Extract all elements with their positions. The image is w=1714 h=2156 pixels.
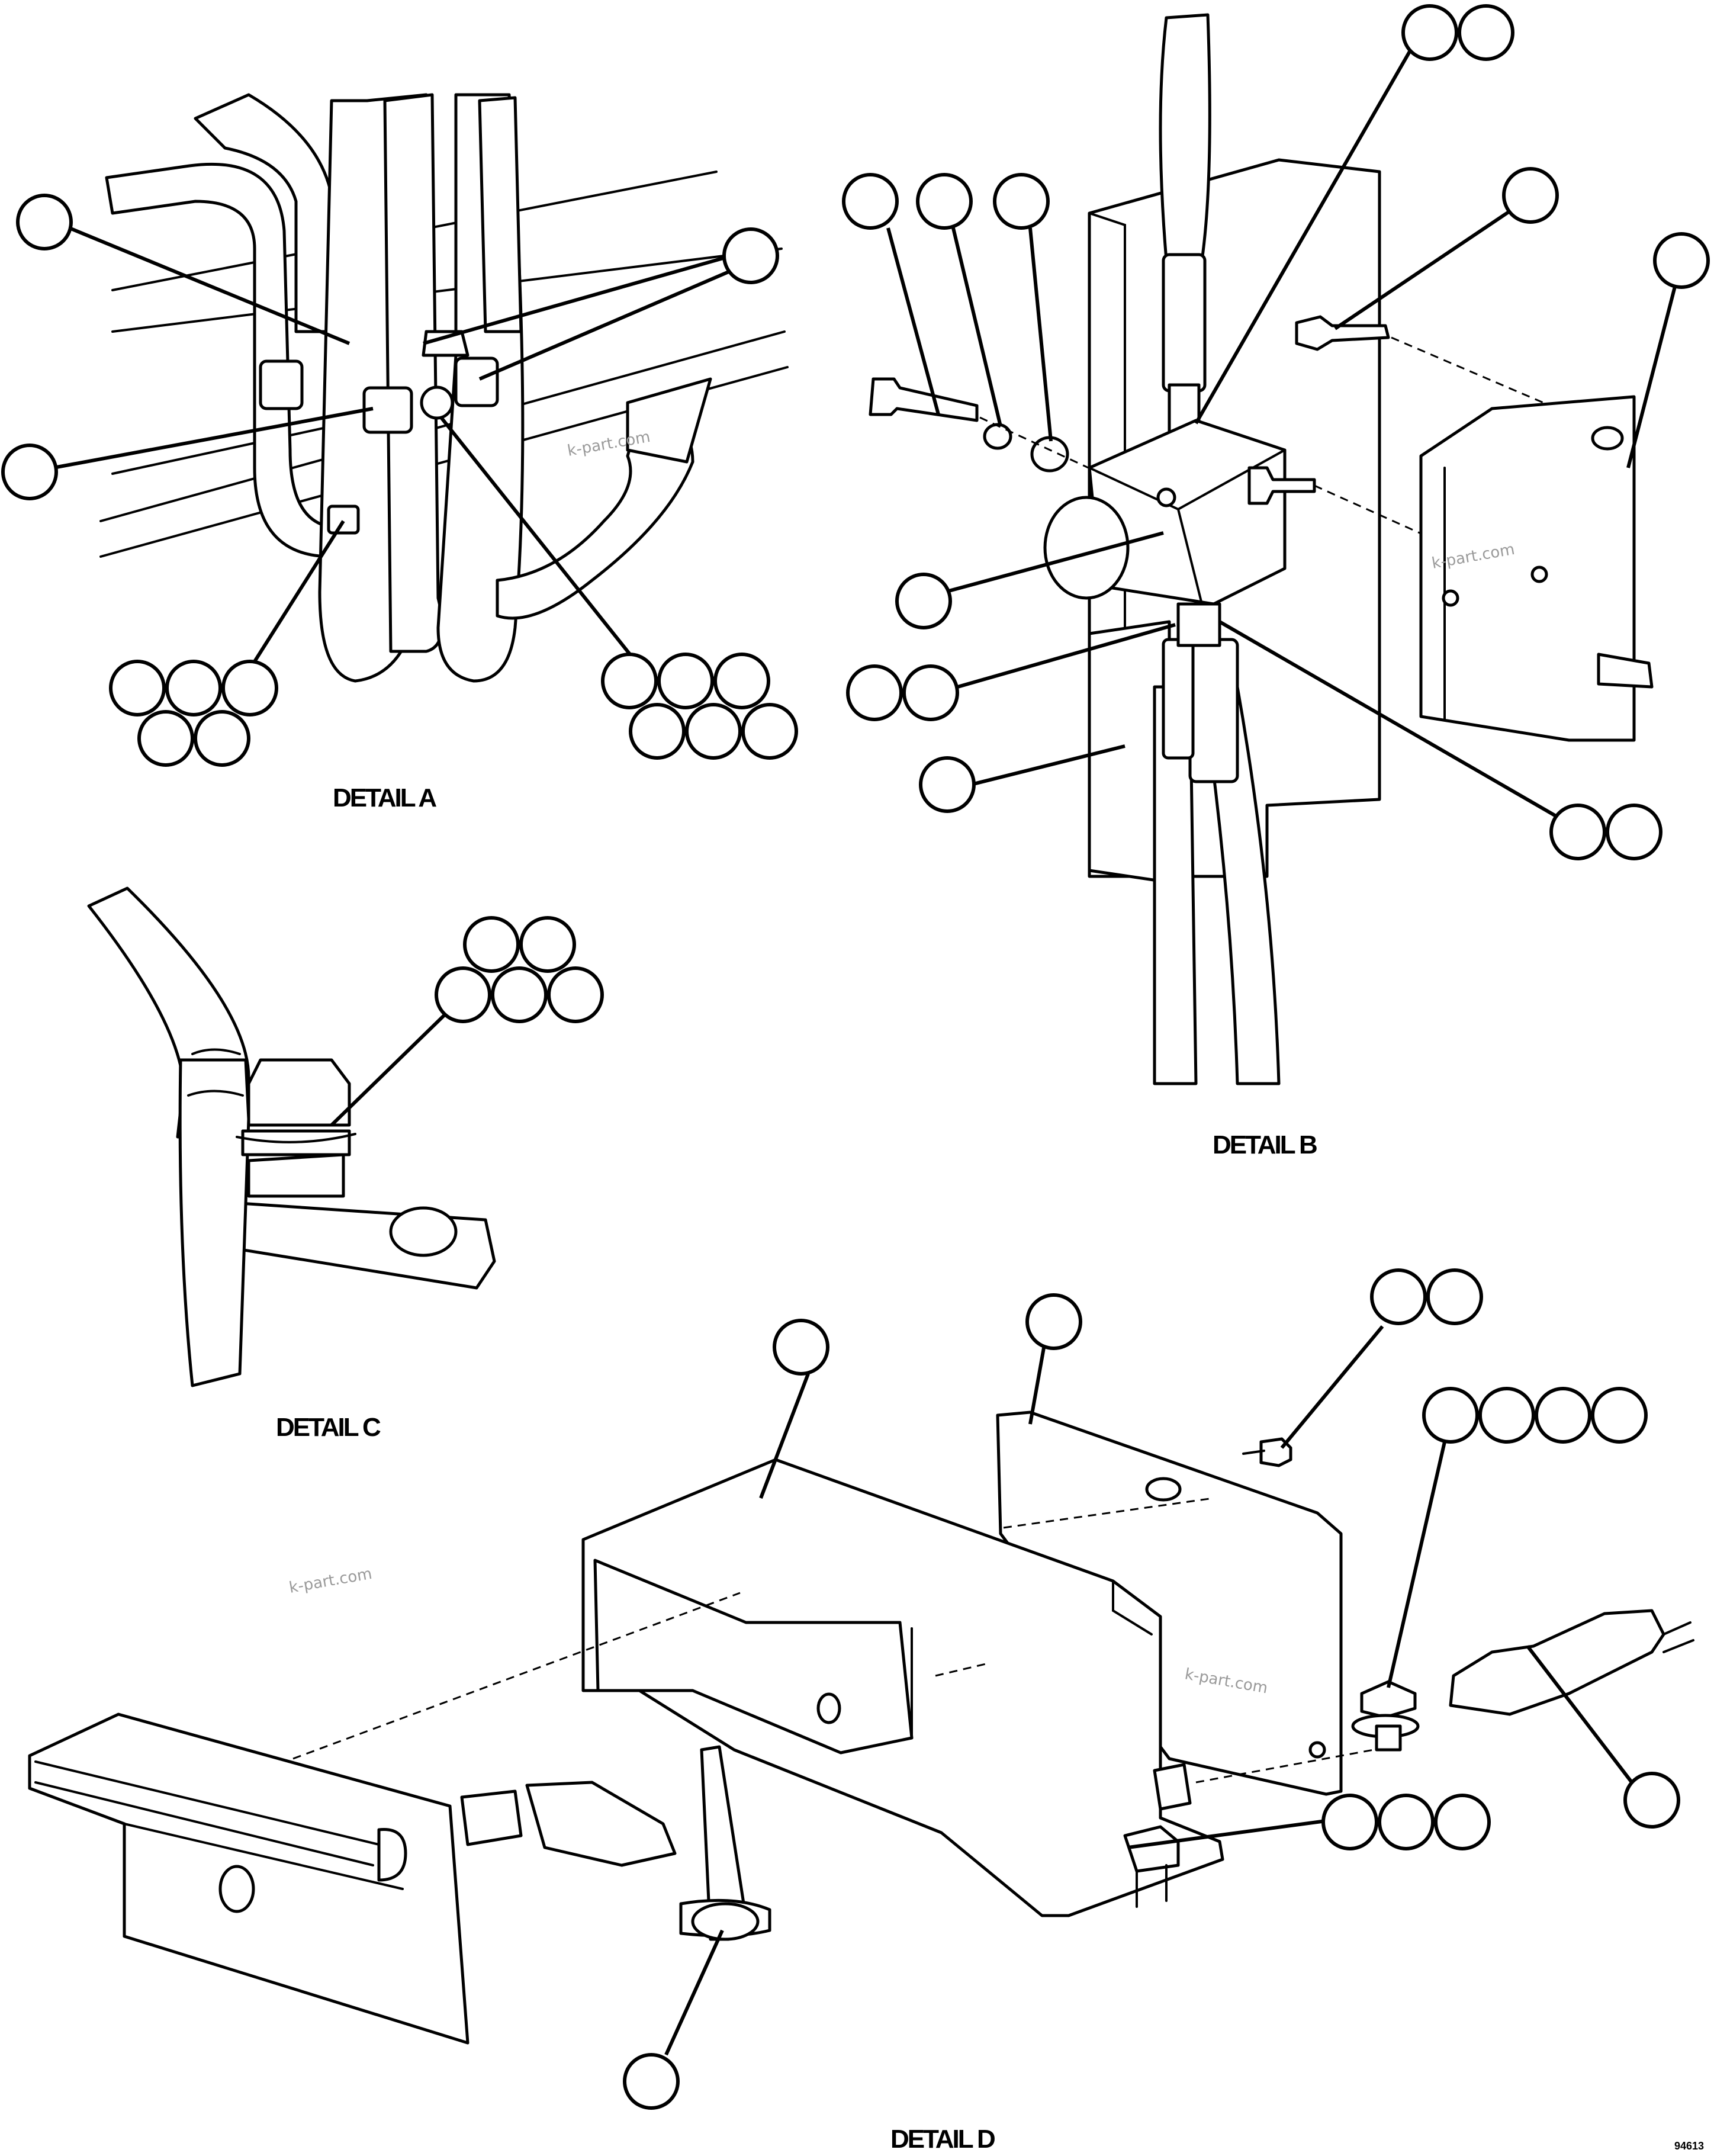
callout-bubble (993, 173, 1050, 230)
callout-group-4 (1422, 1387, 1648, 1444)
callout-bubble (1549, 804, 1606, 860)
callout-bubble (1502, 167, 1559, 224)
callout-group-6 (601, 653, 798, 760)
detail-c-caption: DETAIL C (276, 1413, 381, 1442)
detail-b-drawing (869, 13, 1654, 1085)
callout-bubble (1623, 1772, 1680, 1829)
callout-bubble (846, 664, 903, 721)
callout-bubble (16, 194, 73, 250)
callout-bubble (1653, 232, 1710, 289)
detail-b-callouts: DETAIL B k-part.com (842, 4, 1710, 1159)
callout-bubble (1025, 1293, 1082, 1350)
detail-c-drawing (87, 886, 496, 1387)
detail-d-drawing (28, 1410, 1694, 2045)
callout-bubble (919, 756, 976, 813)
detail-d-caption: DETAIL D (890, 2125, 995, 2154)
callout-bubble (916, 173, 973, 230)
detail-c-callouts: DETAIL C (276, 916, 604, 1442)
callout-group-5 (435, 916, 604, 1023)
detail-b-caption: DETAIL B (1213, 1130, 1317, 1159)
detail-d-callouts: DETAIL D k-part.com k-part.com (288, 1268, 1680, 2154)
callout-bubble (722, 227, 779, 284)
callout-group-5 (109, 660, 278, 767)
callout-bubble (623, 2053, 680, 2110)
callout-bubble (1606, 804, 1662, 860)
callout-bubble (1458, 4, 1514, 61)
detail-a-callouts: DETAIL A k-part.com (1, 194, 798, 812)
callout-bubble (1370, 1268, 1427, 1325)
callout-group-3 (1321, 1794, 1491, 1850)
watermark: k-part.com (288, 1565, 374, 1597)
callout-bubble (842, 173, 899, 230)
callout-bubble (1401, 4, 1458, 61)
callout-bubble (895, 573, 952, 629)
detail-a-drawing (99, 93, 789, 683)
callout-bubble (1, 444, 58, 500)
detail-a-caption: DETAIL A (333, 783, 436, 812)
callout-bubble (902, 664, 959, 721)
drawing-number: 94613 (1674, 2140, 1704, 2152)
callout-bubble (773, 1319, 829, 1376)
callout-bubble (1426, 1268, 1483, 1325)
